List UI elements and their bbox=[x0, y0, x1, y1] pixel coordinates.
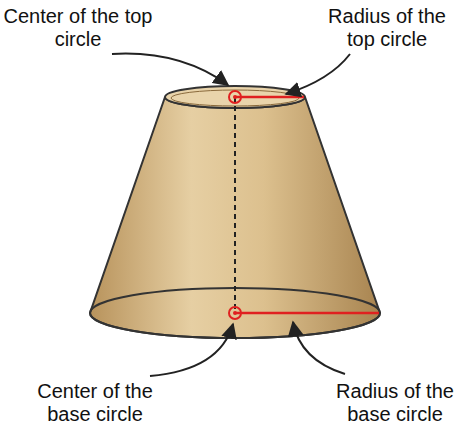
leader-line bbox=[286, 54, 350, 94]
callout-label: Radius of the base circle bbox=[320, 380, 470, 426]
axis-line bbox=[234, 97, 236, 313]
leader-line bbox=[150, 324, 233, 376]
top-center bbox=[229, 91, 241, 103]
frustum-body bbox=[90, 97, 380, 338]
top-ellipse bbox=[165, 86, 305, 108]
leader-line bbox=[112, 54, 228, 85]
base-center-dot bbox=[233, 311, 237, 315]
top-center-dot bbox=[233, 95, 237, 99]
callout-label: Center of the top circle bbox=[3, 5, 153, 51]
callout-label: Radius of the top circle bbox=[312, 5, 462, 51]
top-radius bbox=[235, 96, 304, 99]
leader-line bbox=[293, 322, 345, 374]
base-radius bbox=[235, 312, 379, 315]
callout-label: Center of the base circle bbox=[20, 380, 170, 426]
base-center bbox=[229, 307, 241, 319]
